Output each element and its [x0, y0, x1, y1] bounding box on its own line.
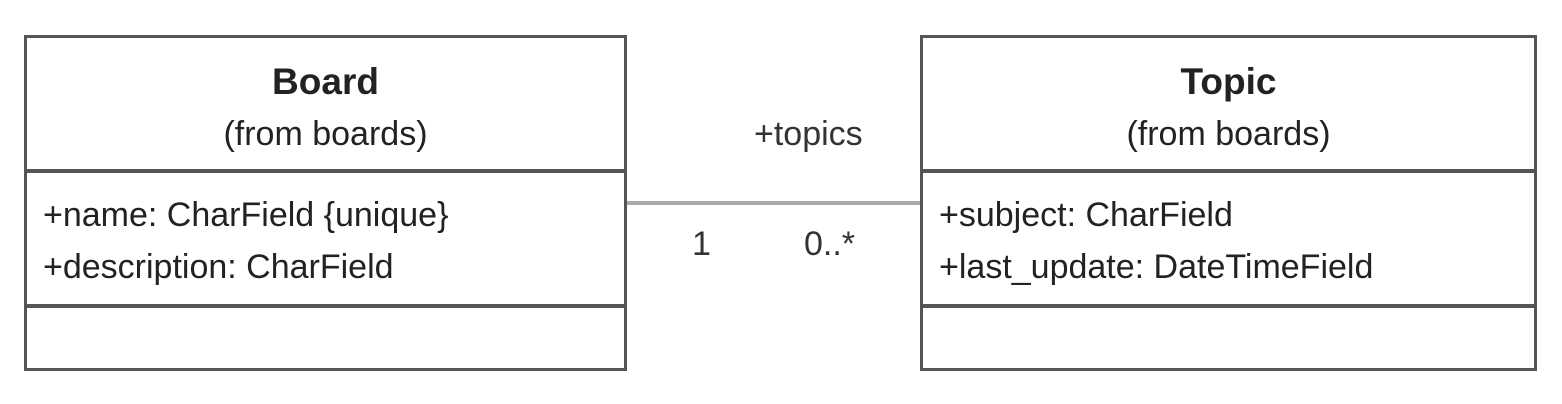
board-operations-compartment	[27, 308, 624, 368]
target-multiplicity-label: 0..*	[804, 225, 856, 263]
topic-attribute-subject: +subject: CharField	[939, 196, 1233, 234]
board-attribute-description: +description: CharField	[43, 248, 394, 286]
topic-class-package: (from boards)	[1126, 115, 1331, 153]
board-class-name: Board	[272, 61, 379, 102]
topic-attributes-compartment: +subject: CharField +last_update: DateTi…	[923, 173, 1534, 308]
topic-operations-compartment	[923, 308, 1534, 368]
association-line	[627, 201, 920, 205]
topic-class-header: Topic (from boards)	[923, 38, 1534, 173]
topic-class-name: Topic	[1180, 61, 1277, 102]
association-role-label: +topics	[754, 115, 863, 153]
board-class-box: Board (from boards) +name: CharField {un…	[24, 35, 627, 371]
board-attributes-compartment: +name: CharField {unique} +description: …	[27, 173, 624, 308]
topic-attribute-last-update: +last_update: DateTimeField	[939, 248, 1374, 286]
board-class-header: Board (from boards)	[27, 38, 624, 173]
topic-class-box: Topic (from boards) +subject: CharField …	[920, 35, 1537, 371]
board-class-package: (from boards)	[223, 115, 428, 153]
board-attribute-name: +name: CharField {unique}	[43, 196, 449, 234]
source-multiplicity-label: 1	[692, 225, 711, 263]
